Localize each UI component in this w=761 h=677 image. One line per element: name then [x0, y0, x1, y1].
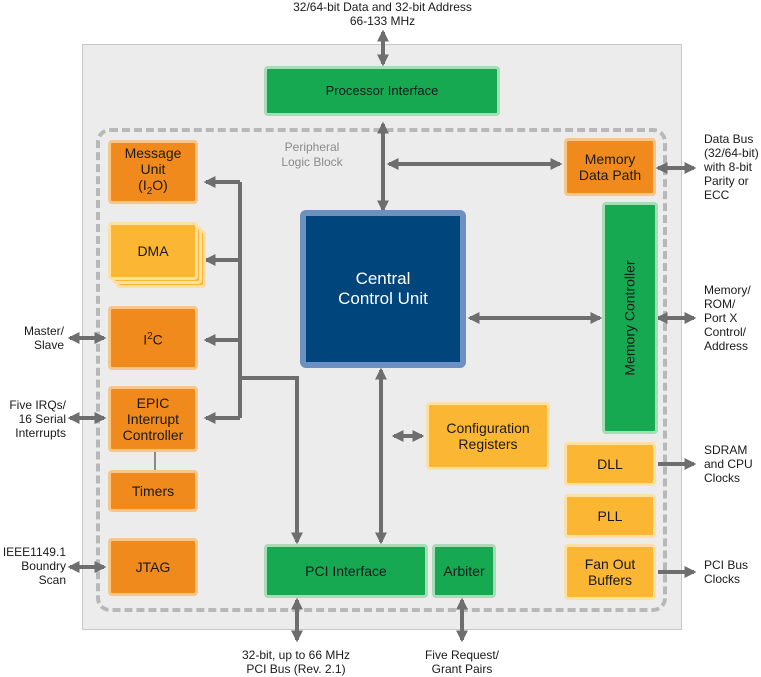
- peripheral-logic-block-label: Peripheral Logic Block: [281, 140, 343, 169]
- pci-bus-label: 32-bit, up to 66 MHz PCI Bus (Rev. 2.1): [241, 648, 351, 676]
- message-unit-block: Message Unit (I2O): [108, 140, 198, 204]
- ieee-boundary-scan-label: IEEE1149.1 Boundry Scan: [2, 545, 66, 587]
- epic-block: EPIC Interrupt Controller: [108, 386, 198, 452]
- request-grant-label: Five Request/ Grant Pairs: [424, 648, 500, 676]
- timers-block: Timers: [108, 470, 198, 512]
- i2c-block: I2C: [108, 306, 198, 370]
- central-control-unit-block: Central Control Unit: [300, 210, 466, 368]
- sdram-clocks-label: SDRAM and CPU Clocks: [704, 443, 753, 485]
- configuration-registers-block: Configuration Registers: [426, 402, 550, 470]
- irqs-label: Five IRQs/ 16 Serial Interrupts: [9, 398, 66, 440]
- dll-block: DLL: [564, 442, 656, 486]
- jtag-block: JTAG: [108, 538, 198, 596]
- memory-rom-label: Memory/ ROM/ Port X Control/ Address: [704, 283, 751, 353]
- fan-out-buffers-block: Fan Out Buffers: [564, 544, 656, 600]
- data-bus-label: Data Bus (32/64-bit) with 8-bit Parity o…: [704, 132, 759, 202]
- memory-controller-block: Memory Controller: [602, 202, 658, 434]
- pll-block: PLL: [564, 494, 656, 538]
- memory-data-path-block: Memory Data Path: [564, 138, 656, 196]
- pci-interface-block: PCI Interface: [264, 544, 428, 598]
- processor-interface-block: Processor Interface: [264, 66, 500, 116]
- dma-block: DMA: [108, 222, 198, 280]
- master-slave-label: Master/ Slave: [23, 324, 64, 352]
- arrow-bus-pci: [240, 376, 303, 545]
- pci-bus-clocks-label: PCI Bus Clocks: [704, 558, 749, 586]
- arbiter-block: Arbiter: [432, 544, 496, 598]
- memory-controller-label: Memory Controller: [622, 260, 639, 376]
- top-bus-label: 32/64-bit Data and 32-bit Address 66-133…: [293, 0, 472, 28]
